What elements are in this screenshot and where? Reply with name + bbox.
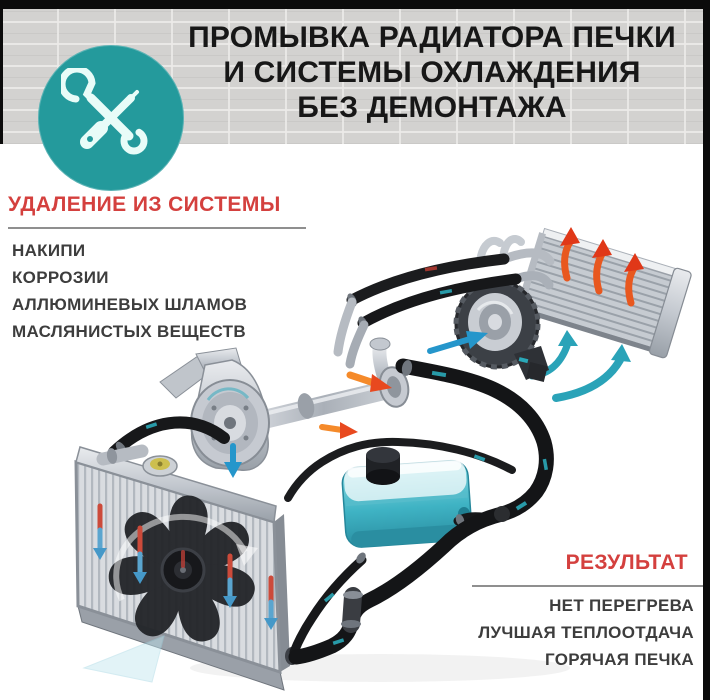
- result-underline: [472, 585, 703, 587]
- title-line-1: ПРОМЫВКА РАДИАТОРА ПЕЧКИ: [188, 21, 676, 54]
- hot-air-arrows: [560, 227, 644, 307]
- radiator-airflow-arrows: [93, 503, 278, 630]
- removal-item: НАКИПИ: [12, 241, 86, 260]
- cooling-fan: [108, 495, 258, 642]
- return-hose: [284, 437, 516, 502]
- title-line-2: И СИСТЕМЫ ОХЛАЖДЕНИЯ: [223, 56, 641, 89]
- result-item: ГОРЯЧАЯ ПЕЧКА: [545, 650, 694, 669]
- result-item: НЕТ ПЕРЕГРЕВА: [549, 596, 694, 615]
- removal-heading: УДАЛЕНИЕ ИЗ СИСТЕМЫ: [8, 193, 281, 216]
- top-border: [0, 0, 710, 9]
- left-border: [0, 0, 3, 144]
- removal-item: АЛЛЮМИНЕВЫХ ШЛАМОВ: [12, 295, 248, 314]
- hot-flow-arrow: [346, 371, 378, 387]
- thermostat-pipes: [252, 337, 410, 439]
- radiator-with-cooling-fan: [74, 444, 299, 691]
- tools-badge: [38, 45, 184, 191]
- expansion-tank: [341, 447, 473, 548]
- poster-title: ПРОМЫВКА РАДИАТОРА ПЕЧКИ И СИСТЕМЫ ОХЛАЖ…: [158, 20, 706, 125]
- heater-hoses: [333, 253, 522, 369]
- main-coolant-hose: [288, 358, 554, 665]
- hot-flow-arrow: [319, 424, 345, 433]
- heater-blower-fan: [427, 278, 549, 382]
- heater-inlet-pipe: [499, 248, 555, 266]
- cool-air-wedge: [82, 635, 165, 683]
- wrench-screwdriver-icon: [61, 68, 148, 155]
- right-border: [703, 0, 710, 700]
- removal-item: МАСЛЯНИСТЫХ ВЕЩЕСТВ: [12, 322, 246, 341]
- removal-underline: [8, 227, 306, 229]
- result-heading: РЕЗУЛЬТАТ: [565, 551, 688, 574]
- upper-radiator-hose: [108, 416, 230, 458]
- tank-feed-hose: [289, 555, 367, 657]
- brick-header-background: [0, 9, 710, 144]
- water-pump: [159, 347, 270, 478]
- blower-intake-arrow: [427, 336, 473, 354]
- title-line-3: БЕЗ ДЕМОНТАЖА: [297, 91, 567, 124]
- removal-item: КОРРОЗИИ: [12, 268, 109, 287]
- result-item: ЛУЧШАЯ ТЕПЛООТДАЧА: [478, 623, 694, 642]
